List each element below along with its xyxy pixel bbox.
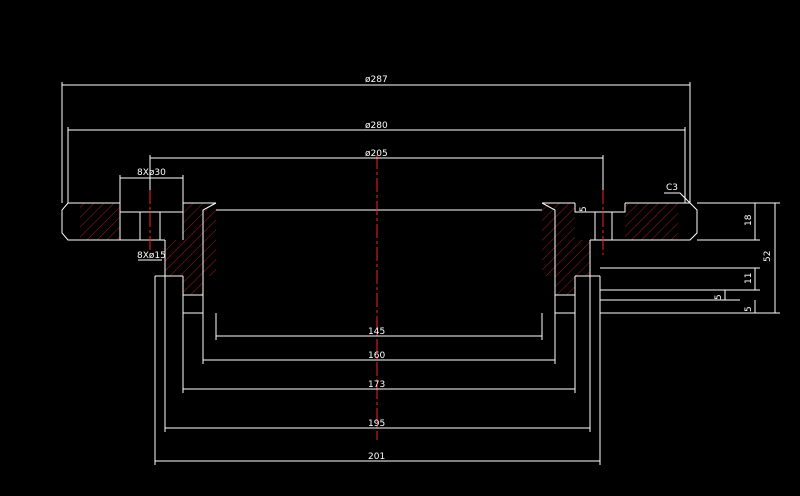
dim-w145: 145 — [368, 327, 385, 337]
part-outline — [61, 202, 698, 314]
dim-d205: ø205 — [365, 149, 388, 159]
center-lines — [149, 155, 604, 440]
top-dimensions: ø287 ø280 ø205 8Xø30 8Xø15 C3 — [61, 75, 691, 261]
dim-h5-a: 5 — [714, 294, 724, 300]
dim-holes-30: 8Xø30 — [137, 168, 166, 178]
section-hatching — [80, 203, 678, 295]
dim-h5-c: 5 — [579, 206, 589, 212]
dim-d280: ø280 — [365, 121, 388, 131]
dim-w195: 195 — [368, 419, 385, 429]
bottom-dimensions: 145 160 173 195 201 — [154, 276, 601, 465]
dim-h52: 52 — [763, 251, 773, 262]
hatch-left-flange — [80, 203, 120, 240]
dim-h18: 18 — [744, 214, 754, 226]
hatch-right-flange — [625, 203, 678, 240]
dim-h5-b: 5 — [744, 306, 754, 312]
dim-chamfer: C3 — [666, 183, 678, 193]
hatch-right-body — [542, 203, 590, 295]
right-dimensions: 52 18 11 5 5 5 — [574, 202, 780, 314]
dim-h11: 11 — [744, 273, 754, 284]
dim-w173: 173 — [368, 380, 385, 390]
dim-w160: 160 — [368, 351, 385, 361]
dim-holes-15: 8Xø15 — [137, 251, 166, 261]
dim-d287: ø287 — [365, 75, 388, 85]
hatch-left-body — [165, 203, 216, 295]
dim-w201: 201 — [368, 452, 385, 462]
